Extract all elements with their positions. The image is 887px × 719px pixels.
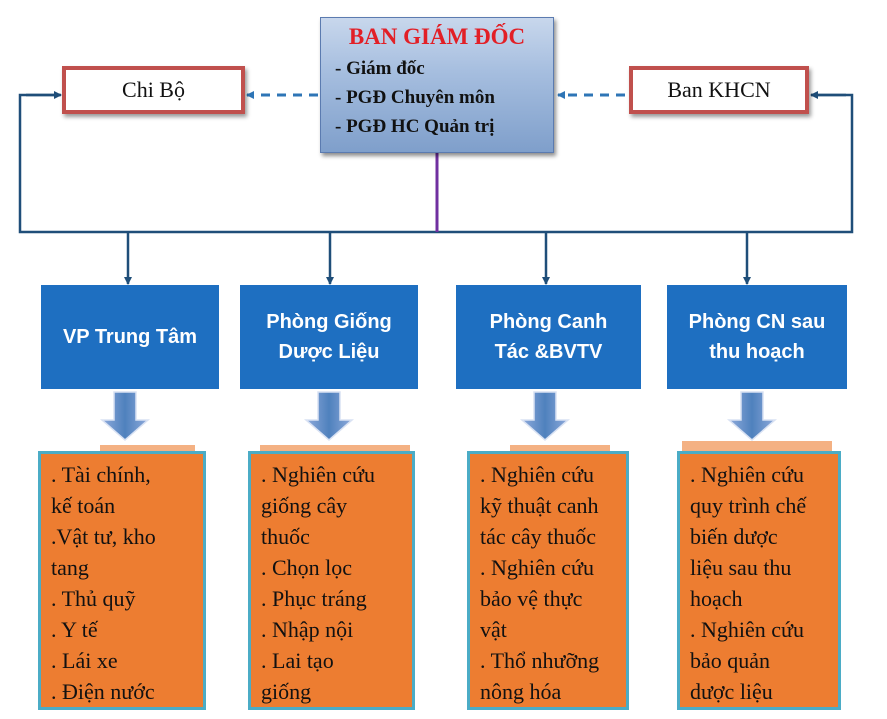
task-line: . Nghiên cứu bbox=[480, 555, 594, 580]
board-title: BAN GIÁM ĐỐC bbox=[348, 24, 526, 49]
task-strip bbox=[100, 445, 195, 451]
task-line: kế toán bbox=[51, 493, 116, 518]
department-post-harvest: Phòng CN sau thu hoạch bbox=[667, 285, 847, 389]
task-line: . Y tế bbox=[51, 617, 98, 642]
task-line: . Nghiên cứu bbox=[261, 462, 375, 487]
department-office: VP Trung Tâm bbox=[41, 285, 219, 389]
task-line: . Chọn lọc bbox=[261, 555, 353, 580]
task-line: biến dược bbox=[690, 524, 778, 549]
board-member-deputy-professional: - PGĐ Chuyên môn bbox=[335, 87, 495, 108]
board-of-directors-box: BAN GIÁM ĐỐC - Giám đốc - PGĐ Chuyên môn… bbox=[320, 17, 554, 153]
board-member-deputy-admin: - PGĐ HC Quản trị bbox=[335, 116, 495, 137]
science-board-label: Ban KHCN bbox=[667, 77, 771, 102]
task-list-office: . Tài chính, kế toán .Vật tư, kho tang .… bbox=[38, 451, 206, 710]
task-line: . Nhập nội bbox=[261, 617, 354, 642]
task-line: bảo vệ thực bbox=[480, 586, 583, 611]
task-line: . Lai tạo bbox=[261, 648, 334, 673]
task-line: . Nghiên cứu bbox=[690, 617, 804, 642]
party-cell-box: Chi Bộ bbox=[62, 66, 245, 114]
task-line: tác cây thuốc bbox=[480, 524, 597, 549]
task-line: kỹ thuật canh bbox=[480, 493, 599, 518]
task-line: hoạch bbox=[690, 586, 743, 611]
task-strip bbox=[510, 445, 610, 451]
department-name-line: VP Trung Tâm bbox=[62, 326, 198, 348]
task-line: . Thổ nhưỡng bbox=[480, 648, 600, 673]
department-name-line: Phòng CN sau bbox=[688, 311, 826, 333]
department-name-line: Phòng Giống bbox=[266, 311, 392, 333]
task-line: . Phục tráng bbox=[261, 586, 367, 611]
task-strip bbox=[260, 445, 410, 451]
task-line: bảo quản bbox=[690, 648, 771, 673]
department-seeds: Phòng Giống Dược Liệu bbox=[240, 285, 418, 389]
task-line: liệu sau thu bbox=[690, 555, 792, 580]
task-list-post-harvest: . Nghiên cứu quy trình chế biến dược liệ… bbox=[677, 451, 841, 710]
science-board-box: Ban KHCN bbox=[629, 66, 809, 114]
task-line: . Nghiên cứu bbox=[690, 462, 804, 487]
department-cultivation: Phòng Canh Tác &BVTV bbox=[456, 285, 641, 389]
task-line: . Lái xe bbox=[51, 648, 118, 673]
task-line: quy trình chế bbox=[690, 493, 807, 518]
department-name-line: Phòng Canh bbox=[489, 311, 608, 333]
department-name-line: Tác &BVTV bbox=[494, 341, 603, 363]
down-arrow-3 bbox=[519, 391, 571, 441]
task-strip bbox=[682, 441, 832, 451]
down-arrow-2 bbox=[303, 391, 355, 441]
down-arrow-4 bbox=[726, 391, 778, 441]
task-line: vật bbox=[480, 617, 507, 642]
task-line: thuốc bbox=[261, 524, 310, 549]
task-line: dược liệu bbox=[690, 679, 773, 704]
task-list-cultivation: . Nghiên cứu kỹ thuật canh tác cây thuốc… bbox=[467, 451, 629, 710]
task-line: . Điện nước bbox=[51, 679, 155, 704]
task-list-seeds: . Nghiên cứu giống cây thuốc . Chọn lọc … bbox=[248, 451, 415, 710]
task-line: giống cây bbox=[261, 493, 348, 518]
department-name-line: Dược Liệu bbox=[278, 341, 380, 363]
down-arrow-1 bbox=[99, 391, 151, 441]
task-line: .Vật tư, kho bbox=[51, 524, 156, 549]
task-line: . Nghiên cứu bbox=[480, 462, 594, 487]
party-cell-label: Chi Bộ bbox=[122, 77, 185, 102]
department-name-line: thu hoạch bbox=[709, 341, 805, 363]
task-line: nông hóa bbox=[480, 679, 562, 704]
task-line: giống bbox=[261, 679, 312, 704]
task-line: . Thủ quỹ bbox=[51, 586, 136, 611]
task-line: . Tài chính, bbox=[51, 462, 151, 487]
board-member-director: - Giám đốc bbox=[335, 58, 425, 79]
task-line: tang bbox=[51, 555, 89, 580]
